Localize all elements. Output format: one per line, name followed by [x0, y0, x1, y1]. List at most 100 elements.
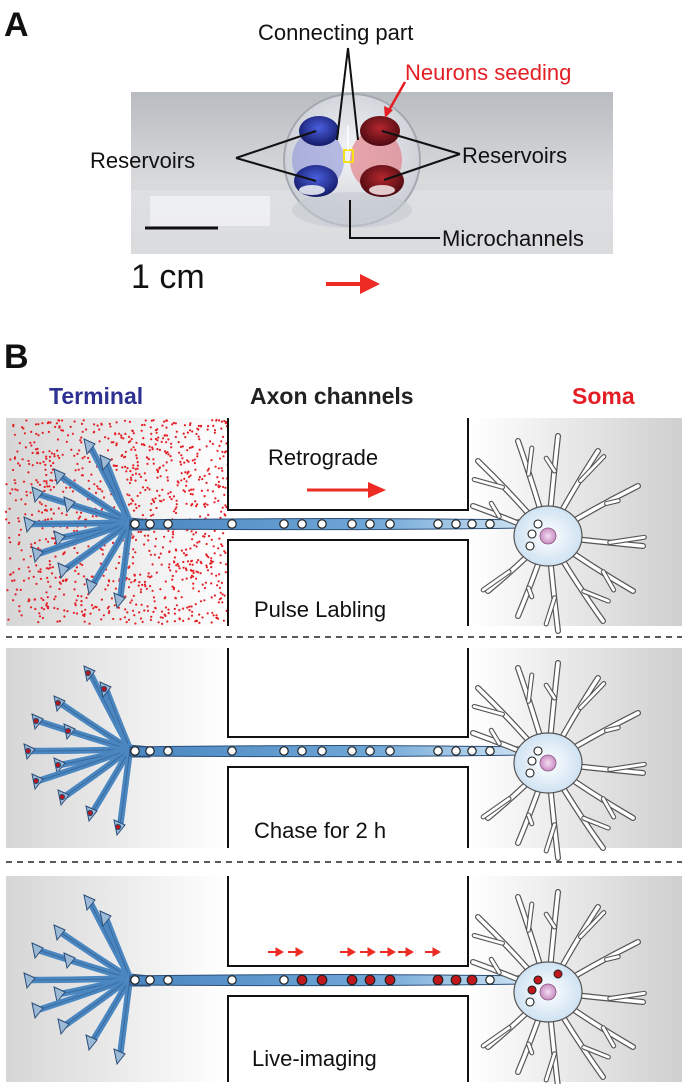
- vesicle: [385, 519, 395, 529]
- labeled-vesicle: [316, 974, 328, 986]
- terminal-bouton: [113, 592, 126, 610]
- vesicle: [163, 519, 173, 529]
- heading-terminal: Terminal: [49, 383, 143, 409]
- label-connecting-part: Connecting part: [258, 20, 413, 45]
- terminal-bouton: [53, 986, 66, 1004]
- vesicle: [365, 519, 375, 529]
- vesicle: [467, 519, 477, 529]
- terminal-bouton: [113, 1048, 126, 1066]
- vesicle: [525, 768, 535, 778]
- vesicle: [145, 975, 155, 985]
- terminal-bouton: [99, 454, 112, 472]
- labeled-vesicle: [450, 974, 462, 986]
- heading-soma: Soma: [572, 383, 635, 409]
- labeled-vesicle: [533, 975, 543, 985]
- vesicle: [279, 746, 289, 756]
- vesicle: [525, 997, 535, 1007]
- labeled-bouton: [114, 823, 122, 831]
- vesicle: [227, 975, 237, 985]
- labeled-bouton: [54, 699, 62, 707]
- soma: [470, 889, 647, 1084]
- labeled-bouton: [100, 685, 108, 693]
- vesicle: [130, 975, 140, 985]
- vesicle: [145, 519, 155, 529]
- terminal-bouton: [83, 894, 96, 912]
- row-pulse-labeling: [4, 418, 682, 634]
- device-photo: [131, 92, 613, 254]
- panel-a-letter: A: [4, 6, 29, 44]
- vesicle: [433, 519, 443, 529]
- labeled-bouton: [32, 717, 40, 725]
- label-pulse-labeling: Pulse Labling: [254, 597, 386, 622]
- terminal-bouton: [31, 1002, 44, 1020]
- vesicle: [433, 746, 443, 756]
- vesicle: [385, 746, 395, 756]
- terminal-bouton: [31, 486, 44, 504]
- vesicle: [525, 541, 535, 551]
- label-dots: [4, 418, 229, 626]
- axon-terminal: [23, 665, 151, 837]
- vesicle: [130, 519, 140, 529]
- label-neurons-seeding: Neurons seeding: [405, 60, 571, 85]
- terminal-bouton: [99, 910, 112, 928]
- label-microchannels: Microchannels: [442, 226, 584, 251]
- label-live-imaging: Live-imaging: [252, 1046, 377, 1071]
- labeled-vesicle: [346, 974, 358, 986]
- channel-walls: [227, 648, 469, 848]
- labeled-bouton: [64, 727, 72, 735]
- retrograde-arrow: [307, 482, 386, 498]
- label-retrograde: Retrograde: [268, 445, 378, 470]
- pointer-lines: [235, 47, 461, 239]
- terminal-bouton: [57, 562, 70, 580]
- direction-arrow-a: [326, 274, 380, 294]
- labeled-vesicle: [527, 985, 537, 995]
- vesicle: [279, 519, 289, 529]
- neurons-seeding-arrow: [384, 81, 407, 118]
- vesicle: [365, 746, 375, 756]
- soma: [470, 660, 647, 861]
- row-chase: [6, 648, 682, 861]
- row-live-imaging: [6, 876, 682, 1084]
- terminal-bouton: [53, 924, 66, 942]
- label-reservoirs-right: Reservoirs: [462, 143, 567, 168]
- terminal-bouton: [83, 438, 96, 456]
- vesicle: [467, 746, 477, 756]
- vesicle: [317, 519, 327, 529]
- terminal-bouton: [23, 972, 36, 990]
- vesicle: [317, 746, 327, 756]
- channel-walls: [227, 876, 469, 1082]
- vesicle: [163, 746, 173, 756]
- vesicle: [533, 746, 543, 756]
- vesicle: [227, 519, 237, 529]
- terminal-bouton: [63, 952, 76, 970]
- vesicle: [163, 975, 173, 985]
- panel-b-letter: B: [4, 338, 29, 376]
- channel-walls: [227, 418, 469, 626]
- vesicles: [130, 746, 495, 756]
- labeled-bouton: [24, 747, 32, 755]
- labeled-vesicle: [384, 974, 396, 986]
- vesicle: [533, 519, 543, 529]
- labeled-bouton: [58, 793, 66, 801]
- vesicle: [347, 746, 357, 756]
- terminal-bouton: [57, 1018, 70, 1036]
- axon-terminal: [23, 438, 151, 610]
- nucleus: [539, 754, 557, 772]
- well-blue-top: [299, 116, 339, 146]
- vesicle: [485, 746, 495, 756]
- soma: [470, 433, 647, 634]
- terminal-bouton: [85, 1034, 98, 1052]
- labeled-bouton: [32, 777, 40, 785]
- vesicles: [130, 519, 495, 529]
- terminal-bouton: [23, 516, 36, 534]
- label-scale: 1 cm: [131, 258, 205, 296]
- terminal-bouton: [85, 578, 98, 596]
- vesicle: [451, 519, 461, 529]
- vesicles: [130, 974, 495, 986]
- vesicle: [451, 746, 461, 756]
- vesicle: [279, 975, 289, 985]
- vesicle: [347, 519, 357, 529]
- terminal-bouton: [53, 468, 66, 486]
- vesicle: [297, 746, 307, 756]
